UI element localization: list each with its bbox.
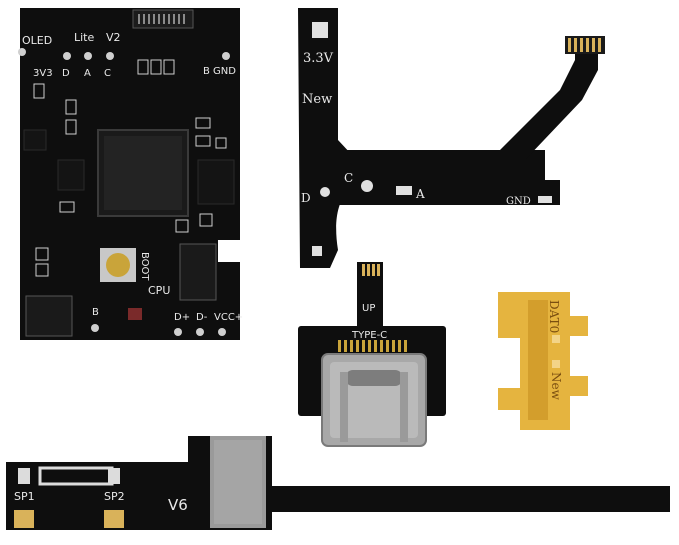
main-label-lite: Lite <box>74 31 94 44</box>
flex-label-33v: 3.3V <box>303 51 334 66</box>
gold-flex: DAT0 New <box>498 292 588 430</box>
flex-label-a: A <box>415 187 425 201</box>
main-label-b: B <box>92 307 99 318</box>
main-label-c: C <box>104 68 111 79</box>
flex-label-gnd: GND <box>506 196 531 207</box>
flex-label-new: New <box>302 92 332 107</box>
main-label-cpu: CPU <box>148 284 170 297</box>
typec-board: UP TYPE-C <box>298 262 446 447</box>
main-label-boot: BOOT <box>139 252 150 281</box>
v6-label-v6: V6 <box>168 496 188 514</box>
main-label-oled: OLED <box>22 34 52 47</box>
main-label-dminus: D- <box>196 312 208 323</box>
flex-3v3: 3.3V New C D A GND <box>298 8 605 268</box>
main-label-3v3: 3V3 <box>33 68 53 79</box>
v6-flex: SP1 SP2 V6 <box>6 436 670 530</box>
main-label-v2: V2 <box>106 31 121 44</box>
main-label-vcc: VCC+ <box>214 312 243 323</box>
main-label-b-gnd: B <box>203 66 210 77</box>
gold-flex-label-new: New <box>549 372 563 401</box>
flex-label-c: C <box>344 171 353 185</box>
main-label-gnd: GND <box>213 66 236 77</box>
flex-label-d: D <box>301 191 311 205</box>
gold-flex-label-dat0: DAT0 <box>547 300 561 333</box>
main-label-dplus: D+ <box>174 312 190 323</box>
typec-label-up: UP <box>362 303 375 314</box>
typec-label-typec: TYPE-C <box>351 330 387 341</box>
v6-label-sp2: SP2 <box>104 490 125 503</box>
main-label-d: D <box>62 68 70 79</box>
v6-label-sp1: SP1 <box>14 490 35 503</box>
main-board: OLED Lite V2 3V3 D A C B GND <box>18 8 243 340</box>
main-label-a: A <box>84 68 91 79</box>
